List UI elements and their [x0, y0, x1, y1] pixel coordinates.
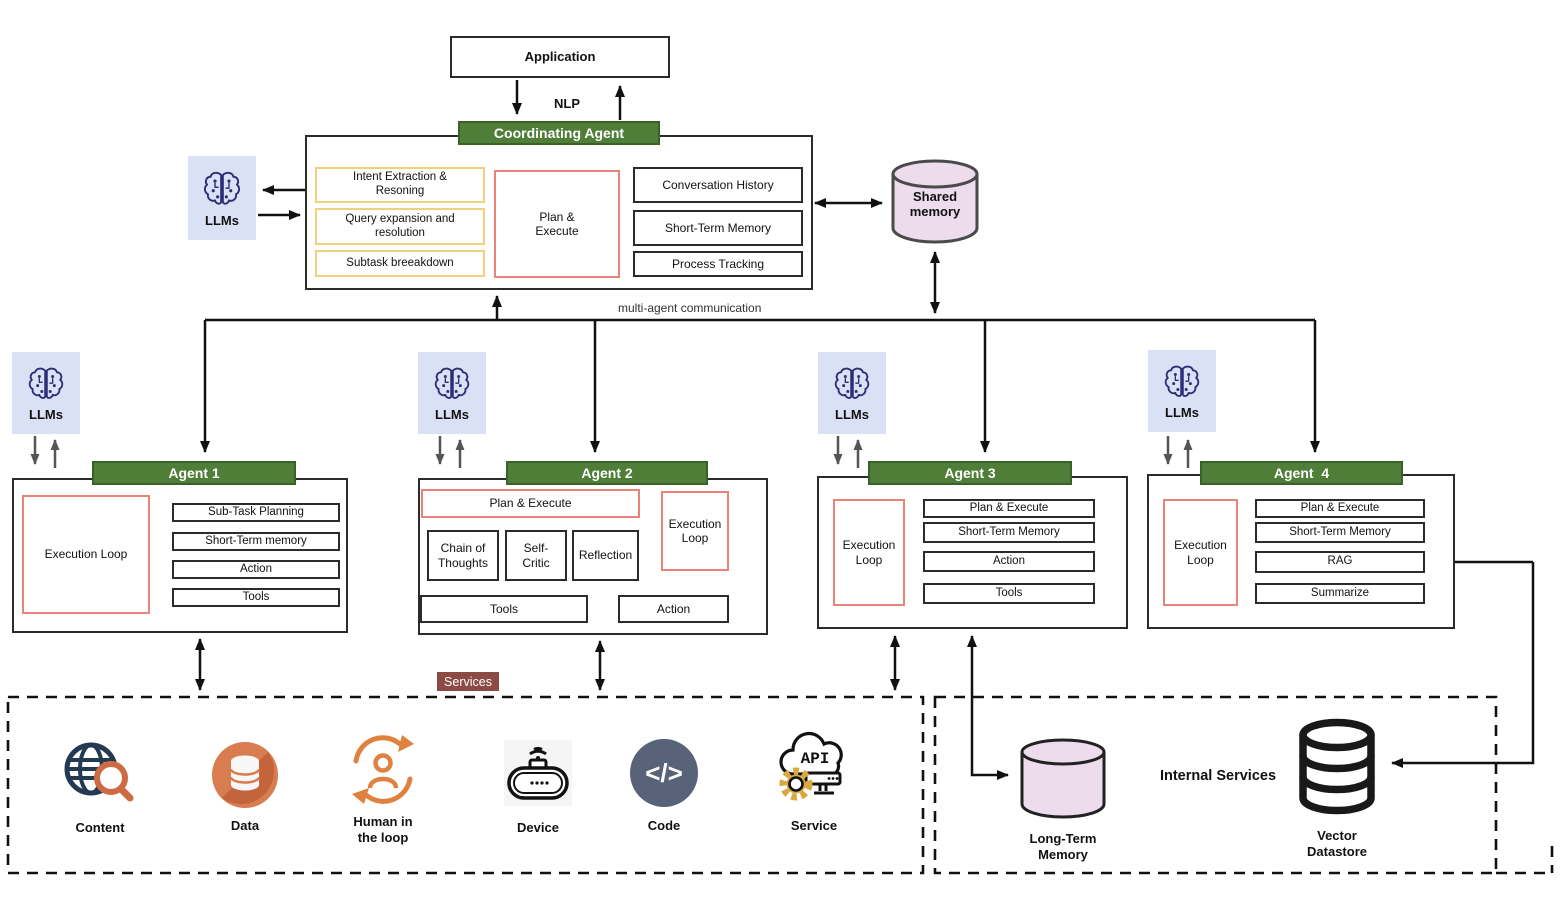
llm-tile-coordinator: LLMs	[188, 156, 256, 240]
vector-datastore-icon	[1295, 718, 1379, 818]
llm-tile-label: LLMs	[835, 407, 869, 422]
service-api-icon: API	[774, 731, 854, 807]
vector-datastore-caption: Vector Datastore	[1307, 828, 1367, 860]
code-caption: Code	[647, 818, 681, 833]
agent3-row-short-term-memory: Short-Term Memory	[923, 522, 1095, 543]
services-label: Services	[437, 672, 499, 691]
agent3-row-tools: Tools	[923, 583, 1095, 604]
coordinator-plan-execute-box: Plan & Execute	[494, 170, 620, 278]
content-globe-search-icon	[60, 738, 140, 808]
content-caption: Content	[75, 820, 125, 835]
agent3-execution-loop: Execution Loop	[833, 499, 905, 606]
agent2-chain-of-thoughts: Chain of Thoughts	[427, 530, 499, 581]
service-caption: Service	[790, 818, 838, 833]
agent4-row-short-term-memory: Short-Term Memory	[1255, 522, 1425, 543]
coordinating-agent-header: Coordinating Agent	[458, 121, 660, 145]
agent2-reflection: Reflection	[572, 530, 639, 581]
agent2-plan-execute: Plan & Execute	[421, 489, 640, 518]
application-box: Application	[450, 36, 670, 78]
nlp-label: NLP	[554, 96, 580, 111]
agent1-header: Agent 1	[92, 461, 296, 485]
agent1-row-short-term-memory: Short-Term memory	[172, 532, 340, 551]
agent3-row-action: Action	[923, 551, 1095, 572]
agent4-row-summarize: Summarize	[1255, 583, 1425, 604]
data-database-icon	[210, 740, 280, 810]
brain-circuit-icon	[832, 364, 872, 404]
svg-text:API: API	[801, 750, 830, 768]
llm-tile-label: LLMs	[29, 407, 63, 422]
data-caption: Data	[230, 818, 260, 833]
long-term-memory-cylinder	[1016, 736, 1110, 824]
short-term-memory-box: Short-Term Memory	[633, 210, 803, 246]
shared-memory-label: Shared memory	[909, 189, 961, 219]
llm-tile-agent1: LLMs	[12, 352, 80, 434]
bus-label: multi-agent communication	[618, 301, 762, 315]
agent1-execution-loop: Execution Loop	[22, 495, 150, 614]
device-caption: Device	[517, 820, 559, 835]
intent-extraction-box: Intent Extraction & Resoning	[315, 167, 485, 203]
device-icon	[504, 740, 572, 806]
code-icon: </>	[628, 737, 700, 809]
llm-tile-agent3: LLMs	[818, 352, 886, 434]
llm-tile-label: LLMs	[435, 407, 469, 422]
agent1-row-subtask-planning: Sub-Task Planning	[172, 503, 340, 522]
agent4-row-plan-execute: Plan & Execute	[1255, 499, 1425, 518]
subtask-breakdown-box: Subtask breeakdown	[315, 250, 485, 277]
agent4-execution-loop: Execution Loop	[1163, 499, 1238, 606]
agent1-row-tools: Tools	[172, 588, 340, 607]
shared-memory-cylinder: Shared memory	[888, 156, 982, 248]
llm-tile-label: LLMs	[1165, 405, 1199, 420]
query-expansion-box: Query expansion and resolution	[315, 208, 485, 245]
agent2-self-critic: Self- Critic	[505, 530, 567, 581]
internal-services-label: Internal Services	[1159, 768, 1277, 784]
process-tracking-box: Process Tracking	[633, 251, 803, 277]
llm-tile-agent4: LLMs	[1148, 350, 1216, 432]
human-in-loop-caption: Human in the loop	[353, 814, 413, 846]
brain-circuit-icon	[201, 168, 243, 210]
agent4-row-rag: RAG	[1255, 551, 1425, 573]
conversation-history-box: Conversation History	[633, 167, 803, 203]
long-term-memory-caption: Long-Term Memory	[1029, 831, 1097, 863]
cylinder-icon	[1020, 738, 1106, 819]
agent3-header: Agent 3	[868, 461, 1072, 485]
agent4-header: Agent 4	[1200, 461, 1403, 485]
agent1-row-action: Action	[172, 560, 340, 579]
svg-text:</>: </>	[645, 758, 683, 788]
cylinder-icon	[891, 159, 979, 244]
brain-circuit-icon	[432, 364, 472, 404]
agent2-header: Agent 2	[506, 461, 708, 485]
agent3-row-plan-execute: Plan & Execute	[923, 499, 1095, 518]
llm-tile-label: LLMs	[205, 213, 239, 228]
brain-circuit-icon	[1162, 362, 1202, 402]
agent2-action: Action	[618, 595, 729, 623]
agent2-execution-loop: Execution Loop	[661, 491, 729, 571]
llm-tile-agent2: LLMs	[418, 352, 486, 434]
human-in-loop-icon	[344, 731, 422, 809]
brain-circuit-icon	[26, 364, 66, 404]
agent2-tools: Tools	[420, 595, 588, 623]
